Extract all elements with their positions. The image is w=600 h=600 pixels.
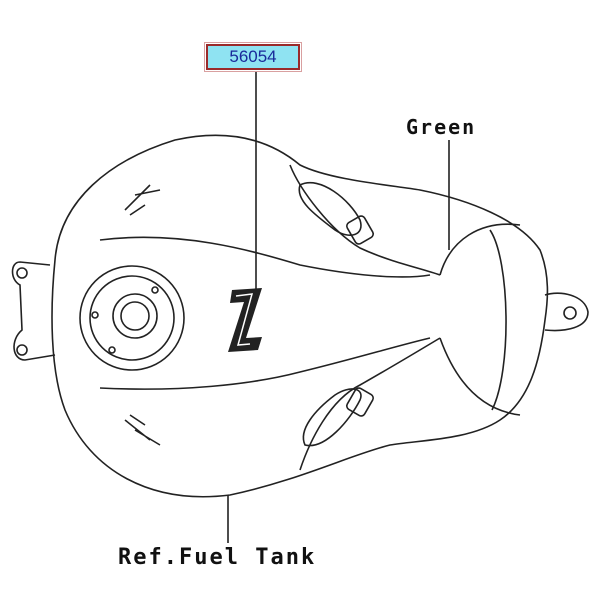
lower-crease <box>99 337 431 390</box>
upper-crease <box>99 236 431 278</box>
reference-label: Ref.Fuel Tank <box>118 545 317 570</box>
fuel-cap <box>79 265 185 371</box>
tank-outline <box>51 134 549 498</box>
lower-knee-recess <box>302 388 362 447</box>
left-flange <box>11 261 56 361</box>
color-note-label: Green <box>406 115 477 139</box>
upper-knee-recess <box>298 182 362 236</box>
part-number-label[interactable]: 56054 <box>204 42 302 72</box>
right-tab <box>544 292 589 332</box>
